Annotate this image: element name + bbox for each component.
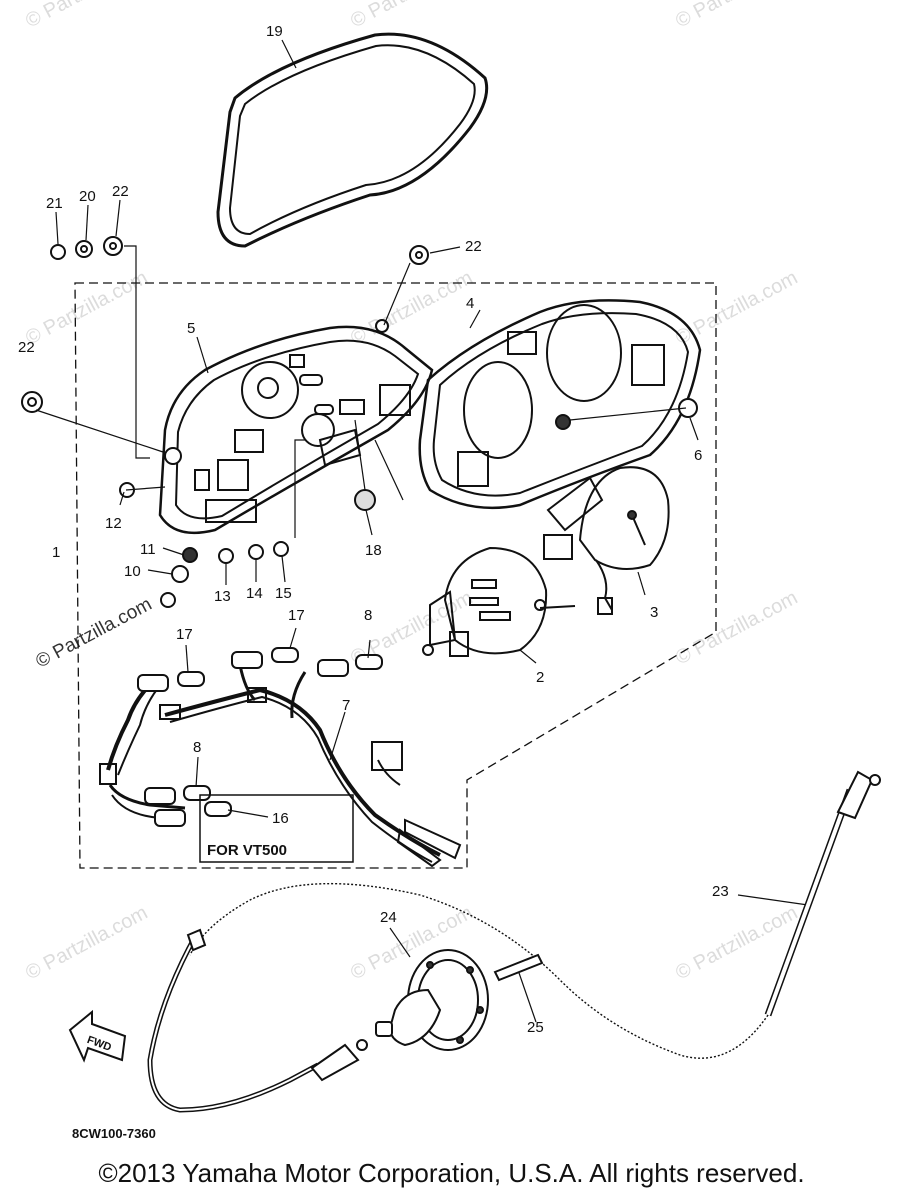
- part-25-pin: [493, 953, 544, 982]
- callout-19: 19: [266, 23, 283, 40]
- callout-17b: 17: [288, 607, 305, 624]
- callout-7: 7: [342, 697, 350, 714]
- callout-17: 17: [176, 626, 193, 643]
- watermark: © Partzilla.com: [22, 267, 151, 350]
- callout-21: 21: [46, 195, 63, 212]
- callout-2: 2: [536, 669, 544, 686]
- bulb-sockets: [137, 647, 383, 827]
- watermark: © Partzilla.com: [22, 0, 151, 32]
- callout-1: 1: [52, 544, 60, 561]
- watermark: © Partzilla.com: [672, 267, 801, 350]
- callout-22b: 22: [465, 238, 482, 255]
- leader-lines: [35, 39, 809, 1023]
- vt500-inset-box: [199, 794, 354, 863]
- callouts: 1 2 3 4 5 6 7 8 8 10 11 12 13 14 15 16 1…: [18, 23, 729, 1036]
- callout-18: 18: [365, 542, 382, 559]
- part-5-meter-case: [158, 325, 434, 535]
- fwd-arrow: FWD: [68, 1009, 127, 1063]
- callout-8: 8: [364, 607, 372, 624]
- part-24-meter-gear: [375, 949, 489, 1051]
- watermark: © Partzilla.com: [347, 267, 476, 350]
- callout-4: 4: [466, 295, 474, 312]
- callout-20: 20: [79, 188, 96, 205]
- callout-12: 12: [105, 515, 122, 532]
- callout-16: 16: [272, 810, 289, 827]
- part-2-speedometer: [422, 546, 576, 657]
- vt500-label: FOR VT500: [207, 842, 287, 859]
- callout-5: 5: [187, 320, 195, 337]
- callout-10: 10: [124, 563, 141, 580]
- part-23-speedometer-cable: [147, 770, 881, 1113]
- watermark: © Partzilla.com: [22, 902, 151, 985]
- watermarks: © Partzilla.com © Partzilla.com © Partzi…: [22, 0, 801, 984]
- callout-11: 11: [140, 541, 156, 558]
- callout-13: 13: [214, 588, 231, 605]
- callout-15: 15: [275, 585, 292, 602]
- watermark-side: © Partzilla.com: [32, 594, 155, 673]
- part-7-wire-harness: [99, 664, 462, 868]
- callout-14: 14: [246, 585, 263, 602]
- callout-22a: 22: [112, 183, 129, 200]
- part-3-tachometer: [543, 466, 670, 615]
- hardware: [21, 236, 698, 608]
- callout-24: 24: [380, 909, 397, 926]
- callout-3: 3: [650, 604, 658, 621]
- copyright-notice: ©2013 Yamaha Motor Corporation, U.S.A. A…: [98, 1158, 805, 1188]
- part-19-lens-gasket: [216, 32, 489, 248]
- callout-23: 23: [712, 883, 729, 900]
- assembly-boundary: [74, 282, 717, 869]
- watermark: © Partzilla.com: [672, 0, 801, 32]
- watermark: © Partzilla.com: [672, 587, 801, 670]
- callout-6: 6: [694, 447, 702, 464]
- callout-22c: 22: [18, 339, 35, 356]
- watermark: © Partzilla.com: [347, 0, 476, 32]
- callout-8b: 8: [193, 739, 201, 756]
- diagram-code: 8CW100-7360: [72, 1126, 156, 1141]
- callout-25: 25: [527, 1019, 544, 1036]
